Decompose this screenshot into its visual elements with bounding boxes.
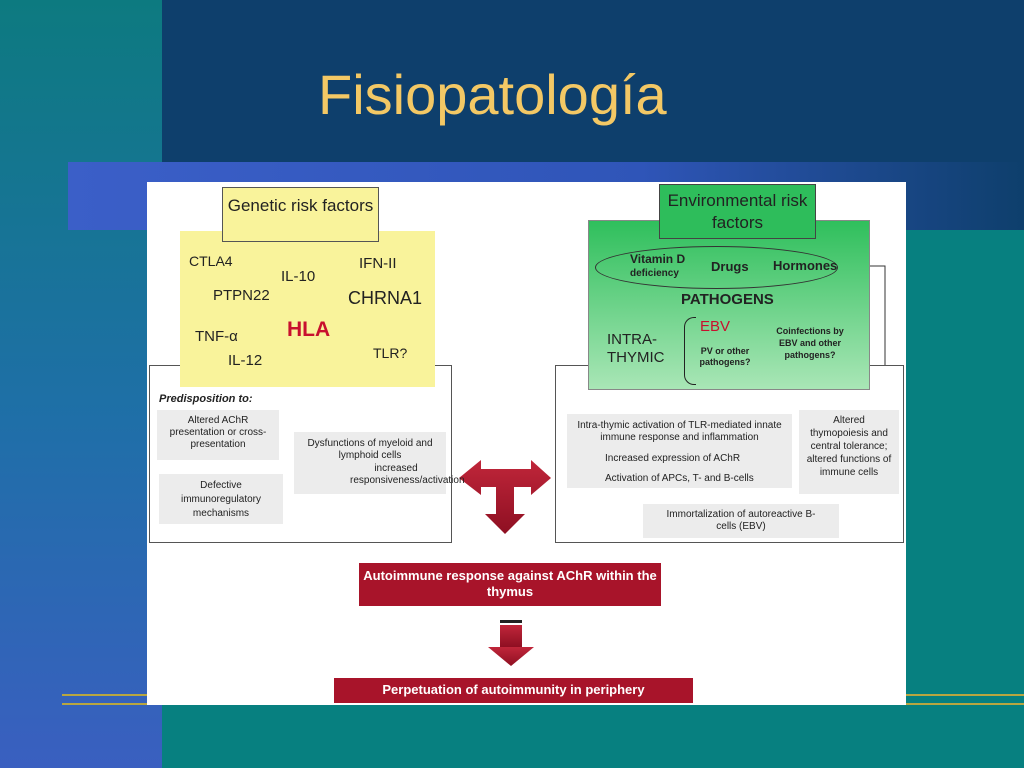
defective-box: Defective immunoregulatory mechanisms <box>159 474 283 524</box>
immortalization-box: Immortalization of autoreactive B-cells … <box>643 504 839 538</box>
intra-activation-text: Intra-thymic activation of TLR-mediated … <box>577 420 782 443</box>
genetic-factors-area <box>180 231 435 387</box>
genetic-risk-header: Genetic risk factors <box>222 187 379 242</box>
factor-tnf: TNF-α <box>195 328 238 345</box>
pathogens-label: PATHOGENS <box>681 291 774 308</box>
autoimmune-response-box: Autoimmune response against AChR within … <box>359 563 661 606</box>
responsiveness-text: increased responsiveness/activation <box>350 463 465 486</box>
factor-il12: IL-12 <box>228 352 263 369</box>
tlr-activation-box: Intra-thymic activation of TLR-mediated … <box>567 414 792 488</box>
factor-ctla4: CTLA4 <box>189 253 233 269</box>
increased-achr-text: Increased expression of AChR <box>605 453 741 464</box>
predisposition-label: Predisposition to: <box>159 393 253 405</box>
environmental-risk-header: Environmental risk factors <box>659 184 816 239</box>
nutrition-ellipse <box>595 246 838 289</box>
slide-background-left <box>0 0 162 768</box>
intra-label: INTRA- <box>607 331 657 348</box>
drugs-label: Drugs <box>711 259 749 274</box>
factor-ptpn22: PTPN22 <box>213 287 270 304</box>
factor-tlr: TLR? <box>373 345 408 361</box>
perpetuation-box: Perpetuation of autoimmunity in peripher… <box>334 678 693 703</box>
slide-background-top <box>162 0 1024 162</box>
vitamin-d-label: Vitamin D <box>630 252 686 266</box>
factor-chrna1: CHRNA1 <box>348 288 423 308</box>
deficiency-label: deficiency <box>630 268 679 279</box>
activation-apcs-text: Activation of APCs, T- and B-cells <box>605 473 754 484</box>
convergence-arrow-icon <box>459 460 551 534</box>
down-arrow-icon <box>488 620 534 666</box>
coinfections-label: Coinfections by EBV and other pathogens? <box>776 326 844 360</box>
altered-achr-box: Altered AChR presentation or cross-prese… <box>157 410 279 460</box>
pv-label: PV or other pathogens? <box>699 346 751 367</box>
hormones-label: Hormones <box>773 258 838 273</box>
pathogen-brace <box>684 317 696 385</box>
factor-ifn: IFN-II <box>359 255 397 272</box>
altered-thymopoiesis-box: Altered thymopoiesis and central toleran… <box>799 410 899 494</box>
pathophysiology-figure: Genetic risk factors CTLA4 IL-10 IFN-II … <box>147 182 906 705</box>
dysfunction-text: Dysfunctions of myeloid and lymphoid cel… <box>307 438 433 461</box>
factor-hla: HLA <box>287 318 331 341</box>
slide-title: Fisiopatología <box>318 63 667 126</box>
dysfunction-box: Dysfunctions of myeloid and lymphoid cel… <box>294 432 465 494</box>
ebv-label: EBV <box>700 318 731 335</box>
factor-il10: IL-10 <box>281 268 316 285</box>
thymic-label: THYMIC <box>607 349 665 366</box>
